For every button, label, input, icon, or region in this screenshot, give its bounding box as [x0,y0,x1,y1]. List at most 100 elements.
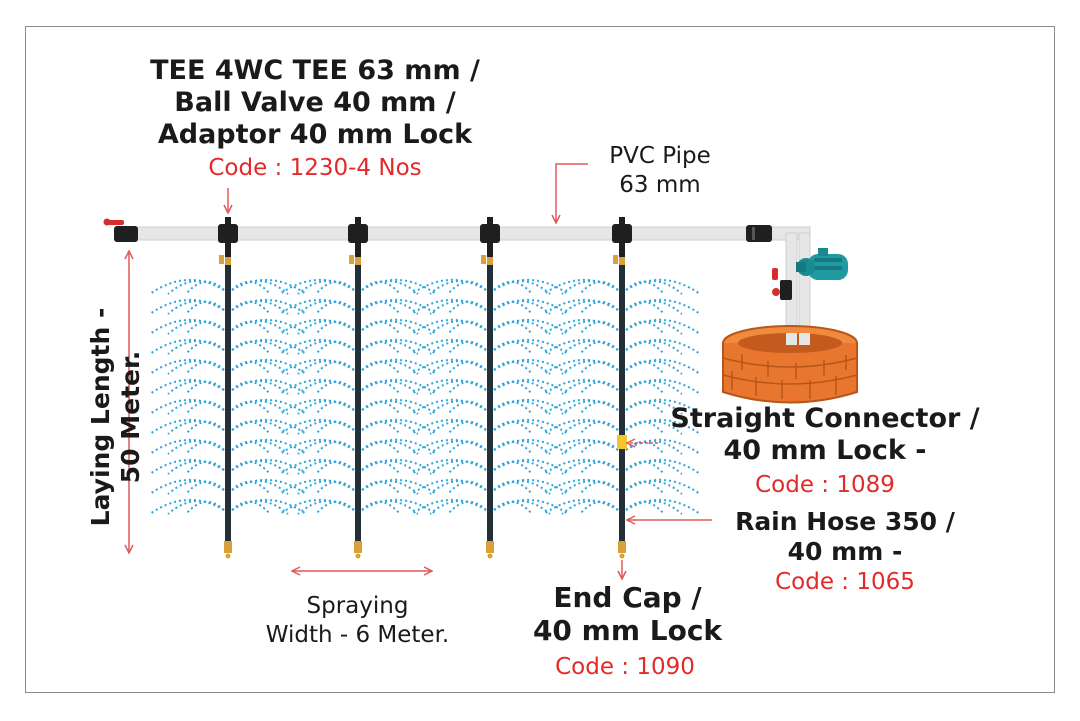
spray-arc [625,279,701,295]
rain-hose-line2: 40 mm - [787,537,903,566]
spray-arc [149,359,225,375]
end-cap-tip [225,553,231,559]
spray-arc [297,499,355,515]
spray-arc [231,279,289,295]
spray-arc [297,399,355,415]
spray-arc [231,319,289,335]
spray-arc [279,439,355,455]
spray-arc [361,279,419,295]
ball-valve-body [487,243,493,257]
spray-arc [279,299,355,315]
spray-arc [493,379,569,395]
straight-connector [617,435,627,449]
straight-connector-code: Code : 1089 [755,472,895,498]
spray-arc [361,299,437,315]
spray-arc [543,279,619,295]
pointer-arrows [129,163,712,578]
end-cap-code: Code : 1090 [555,654,695,680]
spray-arc [361,459,419,475]
spray-arc [361,479,419,495]
spray-arc [231,379,289,395]
spray-arc [149,299,225,315]
spray-arc [361,399,437,415]
spray-arc [167,399,225,415]
spray-arc [543,299,619,315]
straight-connector-label: Straight Connector / 40 mm Lock - [655,403,995,467]
spray-arc [429,479,487,495]
lateral-2 [348,217,368,559]
spray-arc [561,439,619,455]
adaptor [487,257,493,265]
spray-arc [279,399,355,415]
tee-top [225,217,231,226]
spray-arc [561,339,619,355]
spray-arc [411,379,487,395]
spray-arc [231,379,307,395]
pvc-pipe-label: PVC Pipe 63 mm [585,142,735,200]
pvc-pipe-label-line1: PVC Pipe [609,143,711,169]
spray-arc [625,499,701,515]
end-cap-tip [487,553,493,559]
spray-arc [231,499,307,515]
spray-arc [493,439,551,455]
spray-arc [361,319,437,335]
spray-arc [279,279,355,295]
spray-arc [429,399,487,415]
spray-arc [149,319,225,335]
spray-arc [297,459,355,475]
spray-arc [167,419,225,435]
spray-arc [167,299,225,315]
spray-arc [297,359,355,375]
spray-arc [625,359,701,375]
spray-arc [279,379,355,395]
spray-arc [297,299,355,315]
ball-valve-body [355,243,361,257]
spray-arc [493,379,551,395]
spray-arc [167,319,225,335]
spray-arc [493,359,551,375]
spray-arc [297,439,355,455]
spray-arc [429,499,487,515]
spray-arc [625,339,683,355]
spray-arc [625,339,701,355]
rain-hose [619,265,625,543]
spray-arc [493,299,569,315]
spray-arc [543,339,619,355]
tee-top [487,217,493,226]
spray-arc [493,419,551,435]
supply-valve-icon [772,268,792,300]
spray-arc [543,319,619,335]
spray-arc [493,399,551,415]
spray-arc [429,459,487,475]
spray-arc [231,339,307,355]
spray-arc [361,359,419,375]
spray-arc [543,499,619,515]
spray-arc [361,419,419,435]
spray-arc [149,279,225,295]
spray-arc [167,439,225,455]
tee-fitting [612,224,632,243]
spray-arc [411,459,487,475]
spray-arc [361,499,437,515]
spray-arc [149,339,225,355]
spray-arc [411,319,487,335]
spray-arc [561,479,619,495]
spray-arc [493,299,551,315]
spray-arc [543,399,619,415]
spray-arc [231,339,289,355]
end-cap-tip [355,553,361,559]
spraying-width-line2: Width - 6 Meter. [265,622,450,648]
spray-arc [231,399,307,415]
spray-arc [231,359,289,375]
spray-arc [625,359,683,375]
spray-arc [625,319,701,335]
spray-arc [411,339,487,355]
spray-arc [411,419,487,435]
spray-arc [231,419,307,435]
spraying-width-line1: Spraying [306,593,409,619]
spray-arc [429,339,487,355]
spray-arc [231,499,289,515]
pvc-pipe-label-line2: 63 mm [619,172,701,198]
spray-arc [361,339,437,355]
spray-arc [561,379,619,395]
